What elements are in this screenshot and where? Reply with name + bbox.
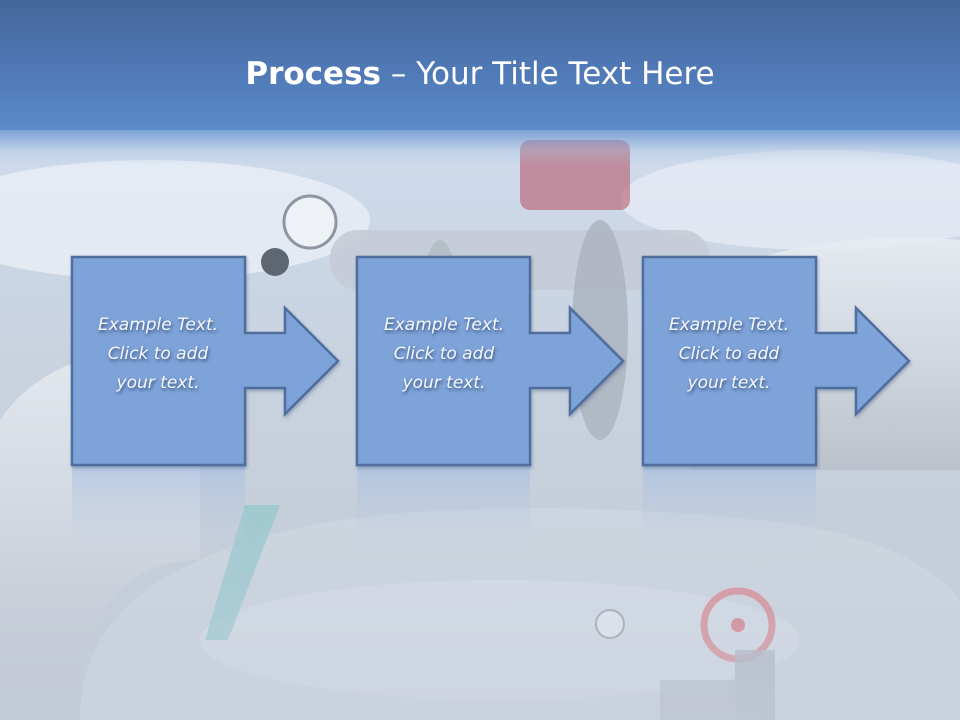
step-3-reflection: [643, 466, 816, 560]
step-2-box-arrow[interactable]: [355, 255, 625, 467]
title-fade: [0, 126, 960, 166]
step-2-line-3: your text.: [402, 373, 486, 393]
step-3-box-arrow[interactable]: [641, 255, 911, 467]
step-3-line-2: Click to add: [678, 344, 780, 364]
step-2-line-1: Example Text.: [383, 315, 505, 335]
step-1-reflection: [72, 466, 245, 560]
process-step-2[interactable]: [355, 255, 625, 560]
title-rest-part: – Your Title Text Here: [381, 56, 715, 92]
process-step-1[interactable]: [70, 255, 340, 560]
step-1-line-2: Click to add: [107, 344, 209, 364]
step-3-text[interactable]: Example Text. Click to add your text.: [643, 311, 815, 398]
step-1-text[interactable]: Example Text. Click to add your text.: [72, 311, 244, 398]
title-bold-part: Process: [245, 56, 381, 92]
process-step-3[interactable]: [641, 255, 911, 560]
step-1-box-arrow[interactable]: [70, 255, 340, 467]
step-1-line-1: Example Text.: [97, 315, 219, 335]
step-3-line-1: Example Text.: [668, 315, 790, 335]
title-band: [0, 0, 960, 130]
step-1-line-3: your text.: [116, 373, 200, 393]
step-2-line-2: Click to add: [393, 344, 495, 364]
step-2-reflection: [357, 466, 530, 560]
slide-title[interactable]: Process – Your Title Text Here: [0, 52, 960, 96]
step-2-text[interactable]: Example Text. Click to add your text.: [358, 311, 530, 398]
step-3-line-3: your text.: [687, 373, 771, 393]
